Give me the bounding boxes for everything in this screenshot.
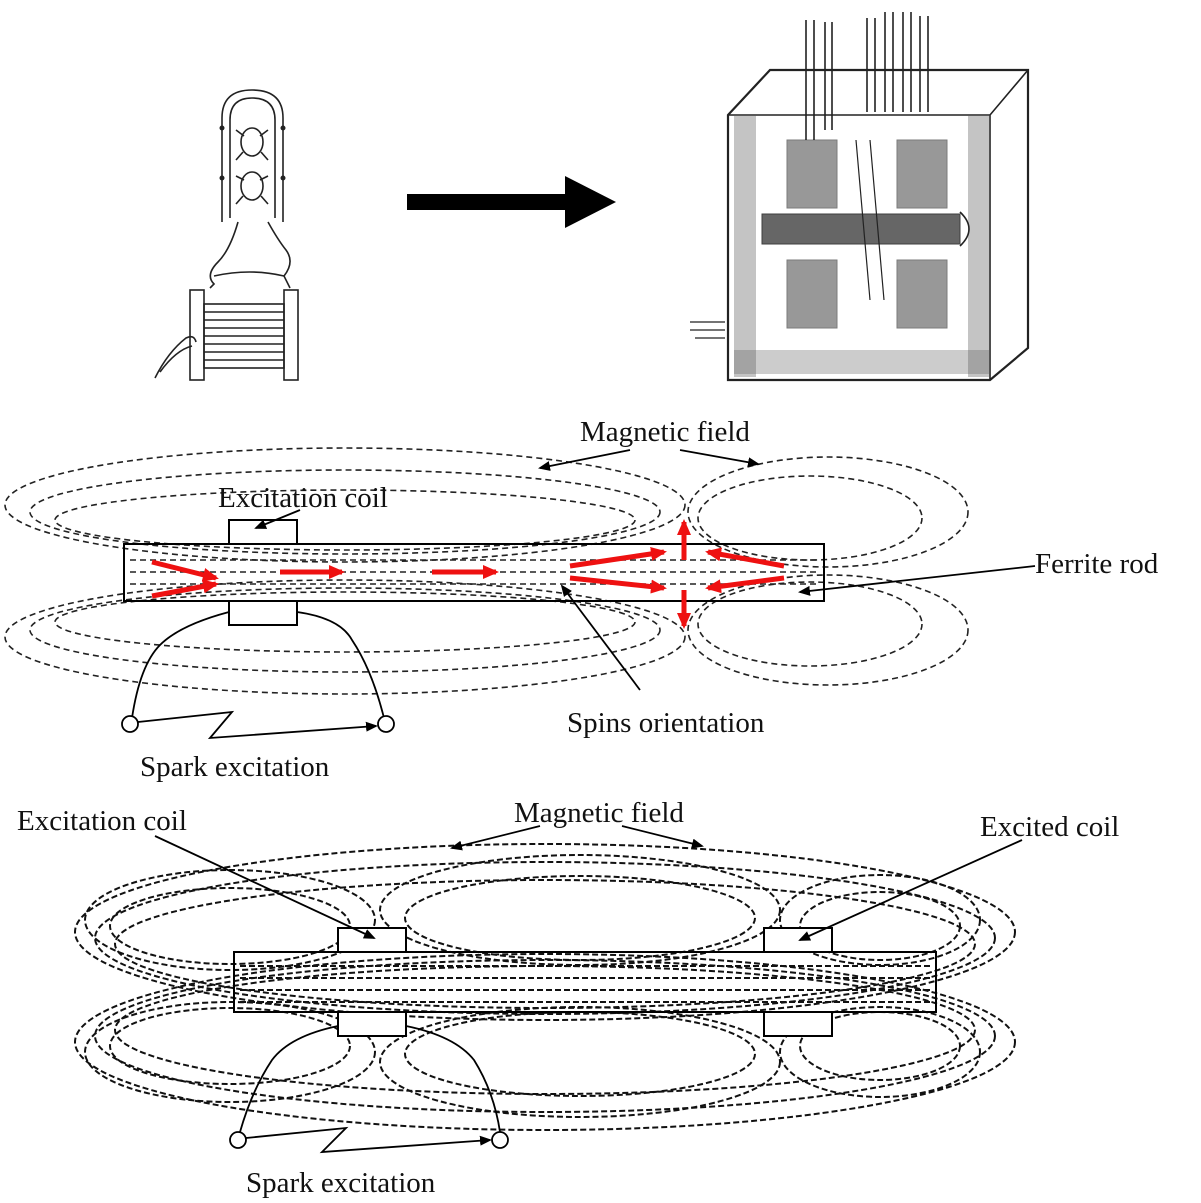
field-loop [799, 891, 961, 961]
field-loop [779, 1006, 981, 1098]
field-loop [54, 489, 636, 551]
spark-terminal-right-b [491, 1131, 509, 1149]
coil-wire-right [296, 611, 385, 719]
field-loop [697, 581, 923, 667]
spark-terminal-left [121, 715, 139, 733]
label-excitation-coil-b: Excitation coil [17, 805, 187, 837]
label-spins-orientation: Spins orientation [567, 707, 765, 739]
coil-wire-right-b [405, 1025, 501, 1133]
field-loop [74, 953, 1016, 1131]
label-magnetic-field: Magnetic field [580, 416, 750, 448]
field-loop [687, 574, 969, 686]
field-loop [29, 469, 661, 555]
coil-sketch-illustration [154, 89, 299, 381]
field-loop [379, 1006, 781, 1118]
spark-arrow [137, 710, 378, 740]
field-loop [4, 579, 686, 695]
excitation-coil-top-b [337, 927, 407, 953]
field-loop [687, 456, 969, 568]
field-loop [697, 475, 923, 561]
excited-coil-top [763, 927, 833, 953]
coil-wire-left [131, 611, 230, 719]
bottom-diagram: Excitation coil Magnetic field Excited c… [17, 797, 1119, 1199]
field-loop [54, 591, 636, 653]
label-ferrite-rod: Ferrite rod [1035, 548, 1159, 580]
field-loop [29, 587, 661, 673]
ferrite-rod-bottom [233, 951, 937, 1013]
middle-diagram: Magnetic field Excitation coil Ferrite r… [4, 416, 1159, 783]
coil-wire-left-b [239, 1025, 339, 1133]
field-loop [94, 959, 996, 1113]
spark-arrow-b [245, 1126, 492, 1154]
field-loop [114, 965, 976, 1095]
box-apparatus-illustration [690, 12, 1030, 382]
field-loop [74, 843, 1016, 1021]
field-loop [109, 1007, 351, 1085]
label-magnetic-field-b: Magnetic field [514, 797, 684, 829]
excited-coil-bottom [763, 1011, 833, 1037]
spark-terminal-right [377, 715, 395, 733]
large-arrow [407, 176, 616, 228]
label-excited-coil: Excited coil [980, 811, 1119, 843]
field-loop [404, 1011, 756, 1097]
ferrite-rod [123, 543, 825, 602]
field-loop [379, 854, 781, 966]
excitation-coil-top [228, 519, 298, 545]
field-loop [4, 447, 686, 563]
spark-terminal-left-b [229, 1131, 247, 1149]
spin-arrows [151, 519, 785, 629]
label-spark-excitation-b: Spark excitation [246, 1167, 436, 1199]
field-loop [114, 879, 976, 1009]
field-loop [84, 869, 376, 971]
field-loop [84, 1001, 376, 1103]
label-excitation-coil: Excitation coil [218, 482, 388, 514]
field-loop [404, 875, 756, 961]
field-loop [94, 861, 996, 1015]
label-spark-excitation: Spark excitation [140, 751, 330, 783]
excitation-coil-bottom-b [337, 1011, 407, 1037]
excitation-coil-bottom [228, 600, 298, 626]
